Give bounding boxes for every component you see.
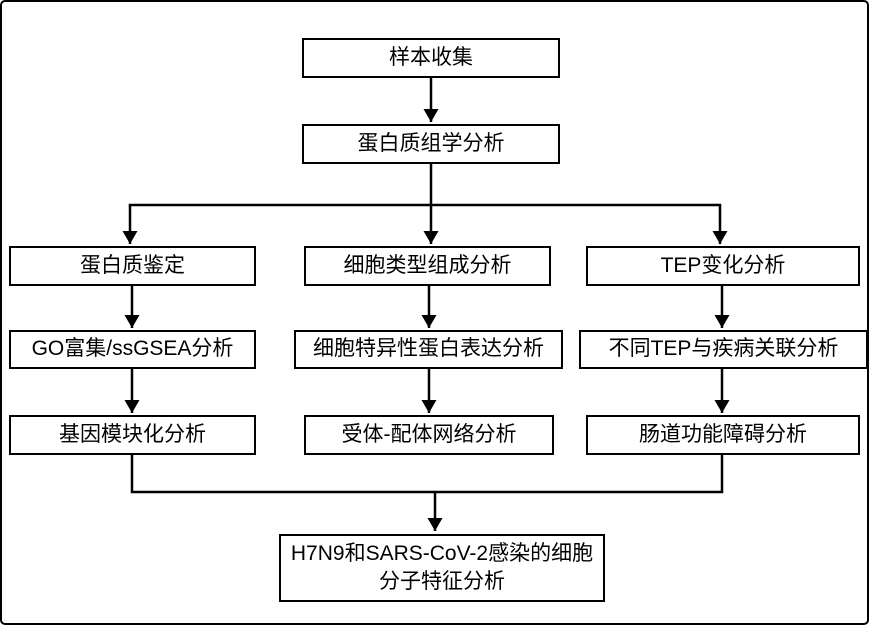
- node-sample-collection: 样本收集: [302, 38, 560, 78]
- node-label: 基因模块化分析: [59, 422, 206, 446]
- node-label: 细胞类型组成分析: [343, 253, 512, 277]
- node-gut-dysfunction-analysis: 肠道功能障碍分析: [586, 415, 860, 455]
- node-proteomics-analysis: 蛋白质组学分析: [302, 124, 560, 164]
- node-label: GO富集/ssGSEA分析: [31, 337, 234, 361]
- node-final-analysis: H7N9和SARS-CoV-2感染的细胞分子特征分析: [279, 534, 605, 602]
- node-label: 样本收集: [389, 45, 473, 69]
- node-label: 蛋白质组学分析: [357, 131, 505, 155]
- node-label: TEP变化分析: [660, 253, 786, 277]
- node-go-ssgsea-analysis: GO富集/ssGSEA分析: [9, 330, 256, 369]
- node-receptor-ligand-network: 受体-配体网络分析: [304, 415, 554, 455]
- node-label: 蛋白质鉴定: [80, 253, 185, 277]
- node-tep-change-analysis: TEP变化分析: [586, 246, 860, 286]
- node-cell-type-composition: 细胞类型组成分析: [304, 246, 551, 286]
- node-label: 细胞特异性蛋白表达分析: [313, 337, 544, 361]
- node-protein-identification: 蛋白质鉴定: [9, 246, 256, 286]
- node-label: 受体-配体网络分析: [341, 422, 517, 446]
- node-label: 不同TEP与疾病关联分析: [608, 337, 839, 361]
- node-label: 肠道功能障碍分析: [639, 422, 807, 446]
- node-label: H7N9和SARS-CoV-2感染的细胞分子特征分析: [290, 541, 594, 593]
- node-cell-specific-expression: 细胞特异性蛋白表达分析: [294, 330, 563, 369]
- node-gene-modularization: 基因模块化分析: [9, 415, 256, 455]
- node-tep-disease-association: 不同TEP与疾病关联分析: [579, 330, 867, 369]
